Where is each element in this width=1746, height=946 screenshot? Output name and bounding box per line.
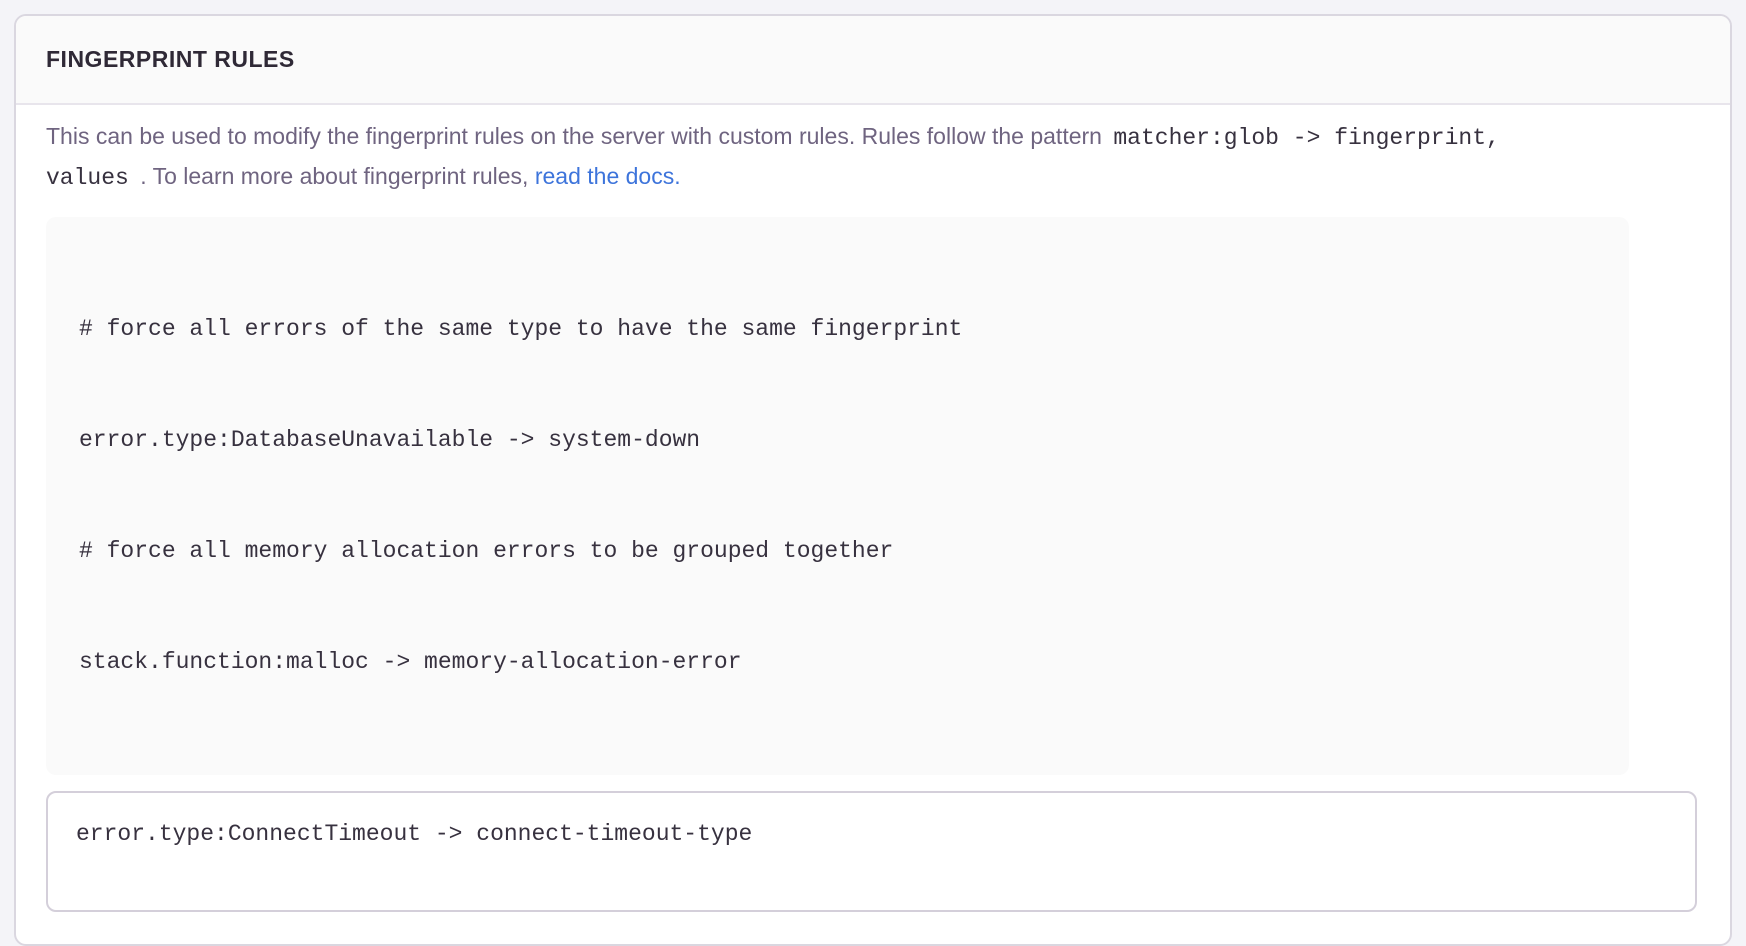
panel-description: This can be used to modify the fingerpri… (46, 117, 1696, 197)
panel-title: FINGERPRINT RULES (46, 46, 295, 72)
panel-header: FINGERPRINT RULES (16, 16, 1730, 105)
description-after-pattern-text: . To learn more about fingerprint rules, (140, 163, 529, 189)
pattern-inline-code-part2: values (46, 165, 129, 191)
description-intro-text: This can be used to modify the fingerpri… (46, 123, 1102, 149)
example-code-block: # force all errors of the same type to h… (46, 217, 1629, 775)
example-code-line: stack.function:malloc -> memory-allocati… (79, 649, 742, 675)
pattern-inline-code-part1: matcher:glob -> fingerprint, (1113, 125, 1500, 151)
example-code-line: error.type:DatabaseUnavailable -> system… (79, 427, 701, 453)
fingerprint-rules-panel: FINGERPRINT RULES This can be used to mo… (14, 14, 1732, 946)
example-code-line: # force all memory allocation errors to … (79, 538, 894, 564)
read-the-docs-link[interactable]: read the docs. (534, 163, 681, 189)
fingerprint-rules-input[interactable]: error.type:ConnectTimeout -> connect-tim… (46, 791, 1697, 912)
panel-body: This can be used to modify the fingerpri… (16, 105, 1730, 944)
example-code-line: # force all errors of the same type to h… (79, 316, 963, 342)
